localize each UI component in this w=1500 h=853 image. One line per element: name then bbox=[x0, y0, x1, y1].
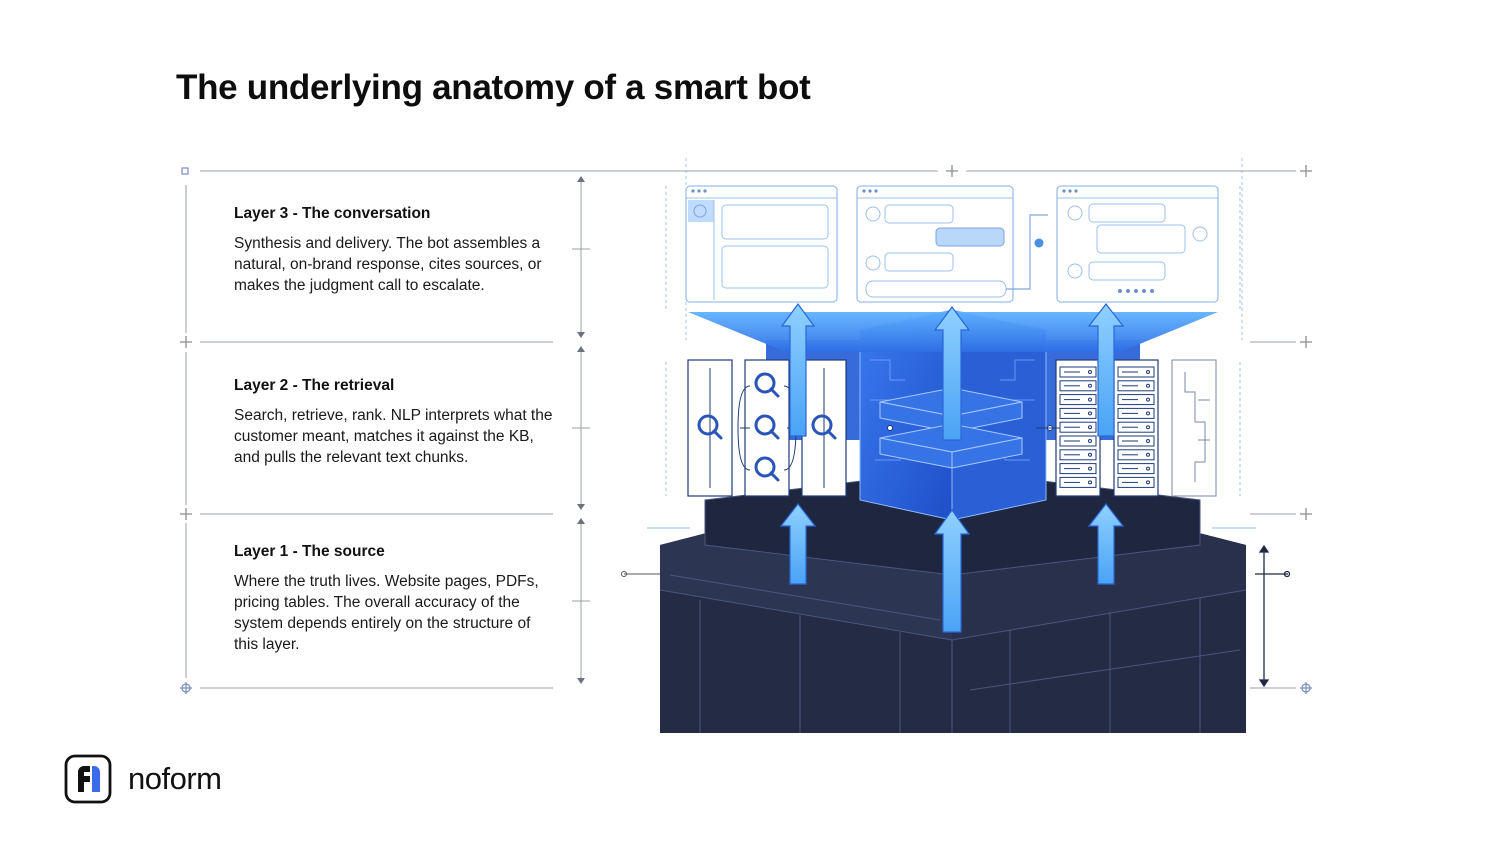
layer-2-description: Search, retrieve, rank. NLP interprets w… bbox=[234, 407, 553, 466]
rack-unit-led bbox=[1146, 397, 1150, 402]
rack-unit-led bbox=[1146, 439, 1150, 443]
rack-unit bbox=[1059, 394, 1097, 406]
rack-unit bbox=[1059, 421, 1097, 433]
rack-unit bbox=[1117, 366, 1155, 378]
rack-unit bbox=[1117, 394, 1155, 406]
rack-unit bbox=[1117, 449, 1155, 461]
rack-unit-led bbox=[1088, 425, 1092, 430]
rack-unit bbox=[1117, 407, 1155, 419]
flow-arrows bbox=[779, 302, 1125, 633]
rack-unit-led bbox=[1088, 411, 1092, 416]
rack-unit-led bbox=[1088, 480, 1092, 485]
rack-unit bbox=[1117, 380, 1155, 392]
rack-unit-led bbox=[1088, 370, 1092, 374]
rack-unit bbox=[1059, 380, 1097, 392]
rack-unit-led bbox=[1088, 439, 1092, 443]
rack-unit bbox=[1059, 449, 1097, 461]
layer-3-block: Layer 3 - The conversation Synthesis and… bbox=[234, 205, 554, 296]
rack-unit-led bbox=[1088, 397, 1092, 402]
rack-unit-led bbox=[1146, 480, 1150, 485]
noform-logo-icon bbox=[64, 754, 112, 804]
rack-unit-led bbox=[1088, 452, 1092, 457]
brand-name: noform bbox=[128, 761, 222, 796]
page-title: The underlying anatomy of a smart bot bbox=[176, 68, 811, 107]
rack-unit-led bbox=[1146, 411, 1150, 416]
rack-unit-led bbox=[1088, 383, 1092, 388]
rack-unit bbox=[1117, 435, 1155, 447]
conversation-windows bbox=[685, 185, 1219, 303]
layer-2-title: Layer 2 - The retrieval bbox=[234, 377, 395, 394]
rack-unit bbox=[1117, 476, 1155, 488]
retrieval-search-panels bbox=[687, 359, 847, 497]
rack-unit-led bbox=[1146, 425, 1150, 430]
rack-unit bbox=[1059, 476, 1097, 488]
layer-1-title: Layer 1 - The source bbox=[234, 543, 385, 560]
rack-unit-led bbox=[1146, 383, 1150, 388]
rack-unit bbox=[1059, 463, 1097, 475]
rack-unit bbox=[1059, 366, 1097, 378]
rack-unit bbox=[1117, 463, 1155, 475]
layer-2-block: Layer 2 - The retrieval Search, retrieve… bbox=[234, 377, 554, 468]
retrieval-server-panels bbox=[887, 359, 1217, 497]
rack-unit bbox=[1117, 421, 1155, 433]
rack-unit-led bbox=[1146, 466, 1150, 471]
rack-unit-led bbox=[1146, 370, 1150, 374]
rack-unit-led bbox=[1146, 452, 1150, 457]
rack-unit bbox=[1059, 435, 1097, 447]
smart-bot-illustration bbox=[621, 158, 1291, 733]
layer-3-description: Synthesis and delivery. The bot assemble… bbox=[234, 235, 542, 294]
rack-unit-led bbox=[1088, 466, 1092, 471]
layer-3-title: Layer 3 - The conversation bbox=[234, 205, 431, 222]
layer-1-description: Where the truth lives. Website pages, PD… bbox=[234, 573, 539, 653]
layer-1-block: Layer 1 - The source Where the truth liv… bbox=[234, 543, 554, 655]
rack-unit bbox=[1059, 407, 1097, 419]
noform-logo[interactable]: noform bbox=[64, 754, 222, 804]
